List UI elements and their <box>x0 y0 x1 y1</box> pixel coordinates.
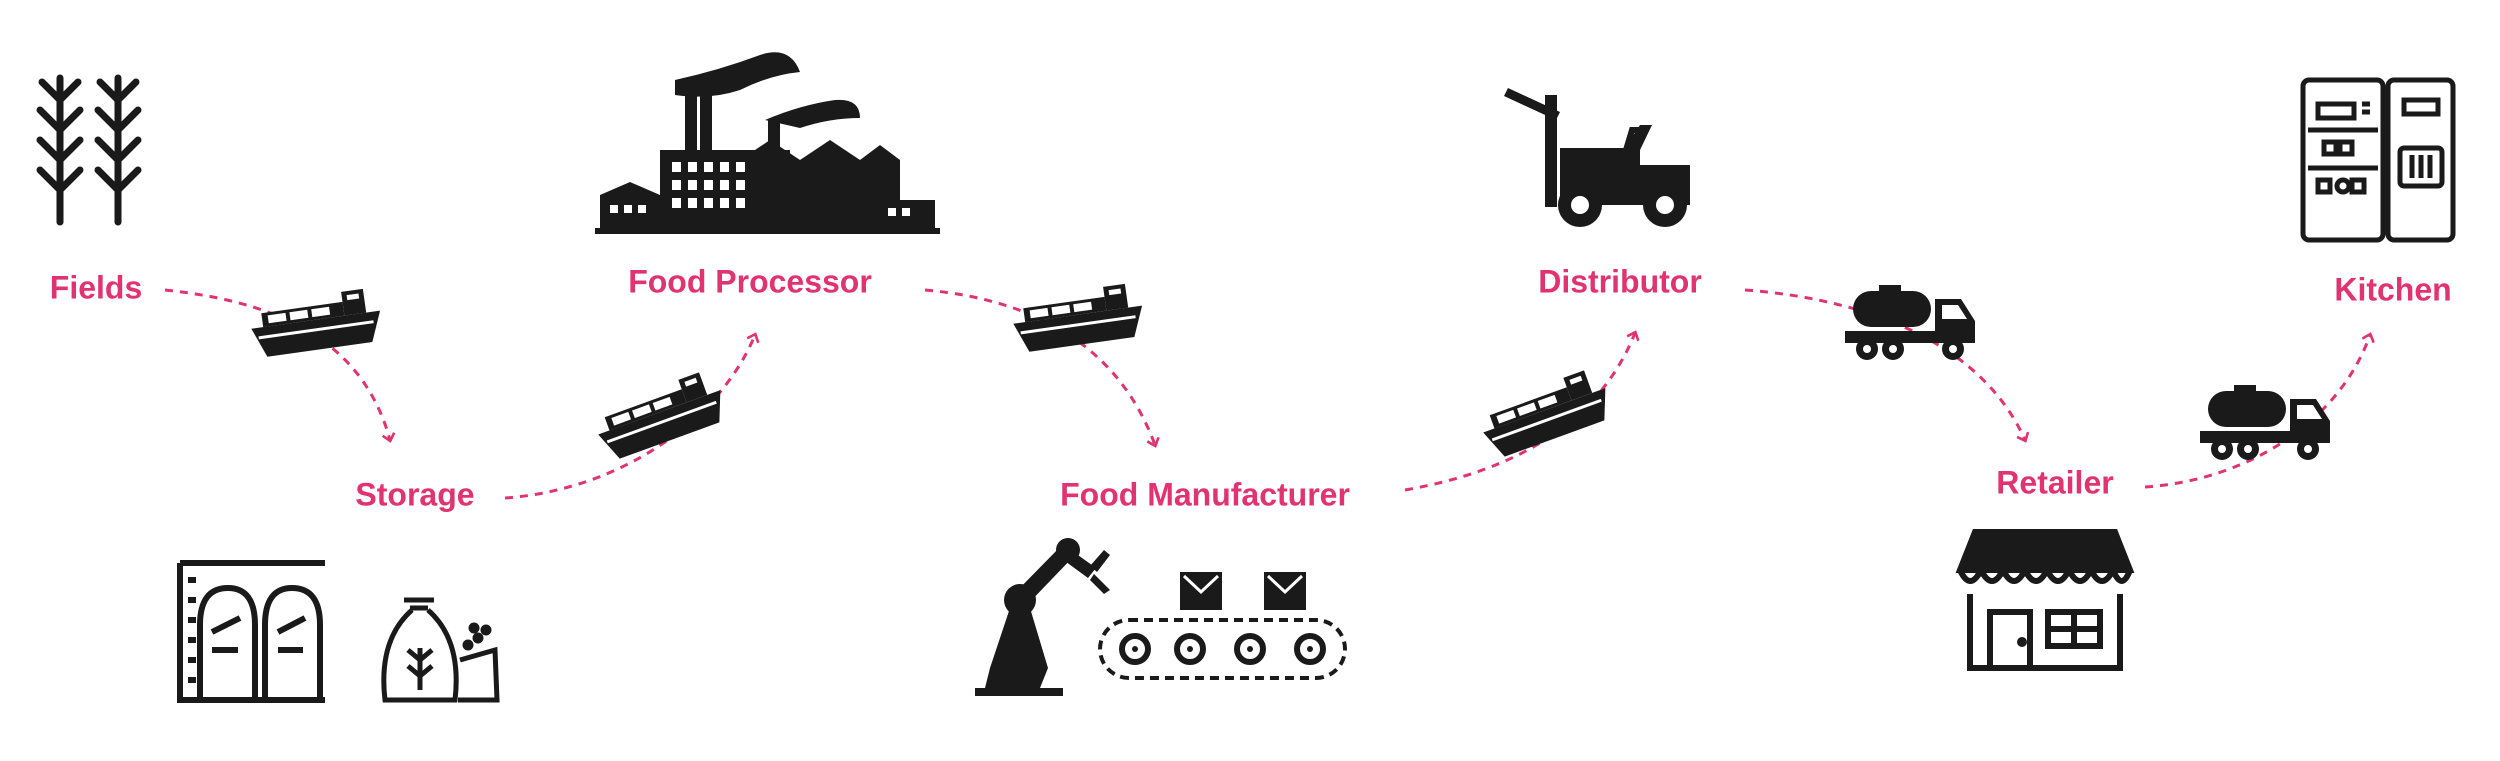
kitchen-appliance-icon <box>2300 77 2456 243</box>
node-label-retailer: Retailer <box>1996 464 2114 501</box>
tanker-truck-icon <box>2200 385 2330 460</box>
arrow-storage-food-processor <box>504 332 760 500</box>
forklift-icon <box>1504 88 1690 227</box>
ship-icon <box>588 366 733 465</box>
node-label-fields: Fields <box>49 269 143 306</box>
robot-arm-icon <box>975 538 1110 696</box>
node-label-food-manufacturer: Food Manufacturer <box>1060 476 1350 513</box>
node-label-distributor: Distributor <box>1538 263 1702 300</box>
ship-icon <box>246 285 386 360</box>
tanker-truck-icon <box>1845 285 1975 360</box>
ship-icon <box>1008 280 1148 355</box>
grain-sack-icon <box>381 597 500 703</box>
factory-icon <box>595 52 940 234</box>
node-label-kitchen: Kitchen <box>2334 271 2452 308</box>
node-label-storage: Storage <box>355 476 475 513</box>
node-label-food-processor: Food Processor <box>628 263 872 300</box>
conveyor-icon <box>1098 572 1347 680</box>
wheat-icon <box>36 74 142 226</box>
silo-icon <box>177 560 325 703</box>
ship-icon <box>1473 364 1618 463</box>
storefront-icon <box>1955 529 2135 671</box>
